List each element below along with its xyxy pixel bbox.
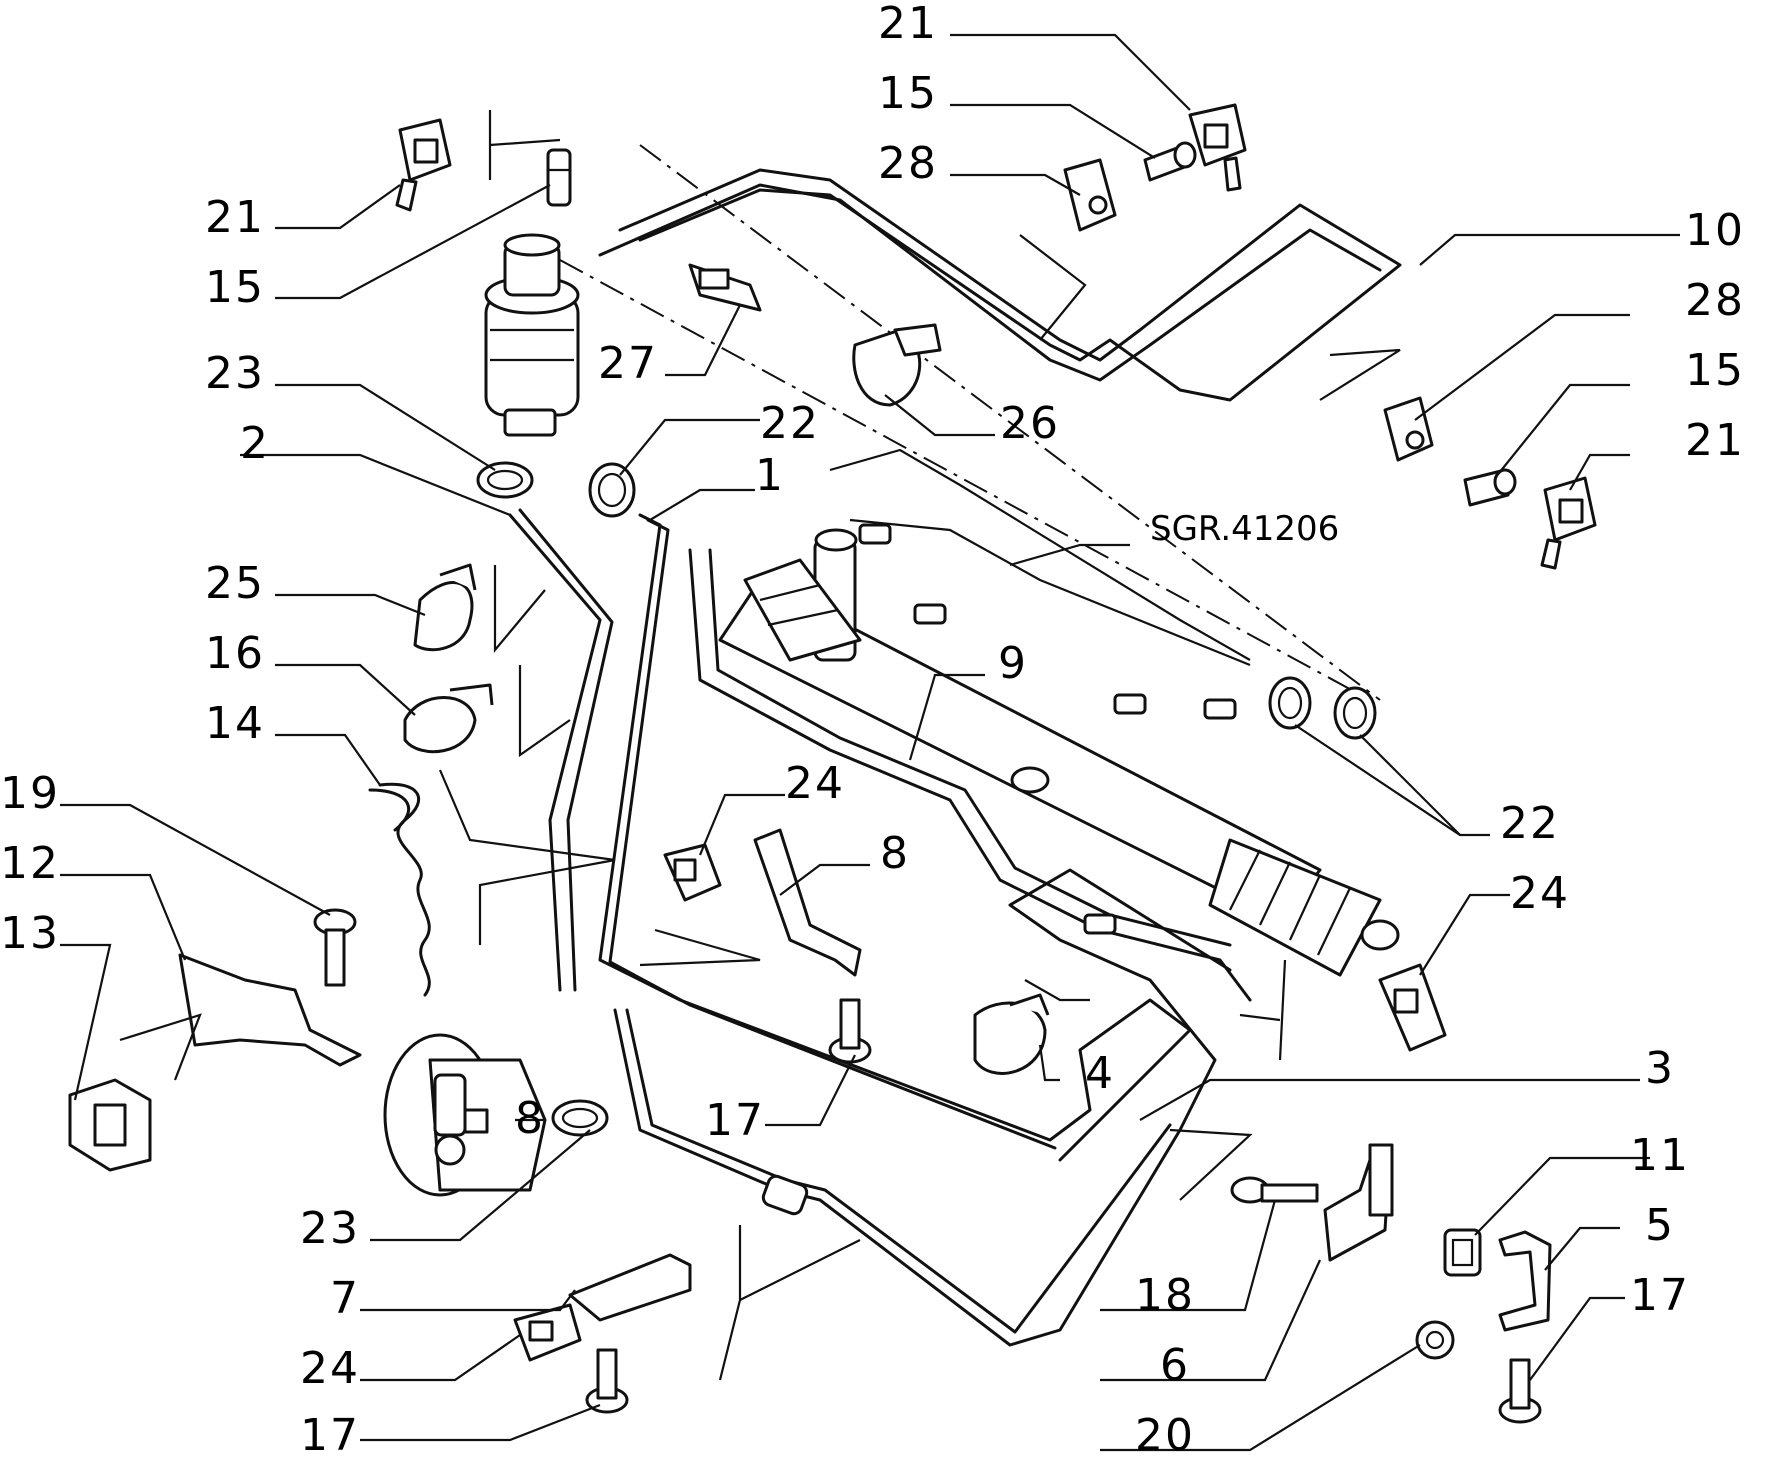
label-17: 17: [1630, 1270, 1690, 1321]
pipe-10: [618, 168, 1402, 402]
clip-21-top: [1188, 103, 1247, 192]
label-27: 27: [598, 338, 658, 389]
label-8: 8: [880, 828, 910, 879]
label-3: 3: [1645, 1043, 1675, 1094]
bolt-17-mid: [828, 998, 872, 1064]
steering-rack: [718, 528, 1400, 977]
label-8: 8: [515, 1093, 545, 1144]
label-18: 18: [1135, 1270, 1195, 1321]
label-23: 23: [300, 1203, 360, 1254]
pressure-switch-top: [1143, 141, 1197, 182]
label-11: 11: [1630, 1130, 1690, 1181]
label-5: 5: [1645, 1200, 1675, 1251]
clip-24-right: [1378, 963, 1447, 1052]
bracket-8: [753, 828, 862, 977]
bracket-27: [688, 263, 762, 312]
label-13: 13: [0, 908, 60, 959]
label-17: 17: [300, 1410, 360, 1457]
pipe-3-b: [625, 1008, 1172, 1334]
clip-16: [403, 683, 494, 754]
bolt-17-right: [1498, 1358, 1542, 1424]
label-26: 26: [1000, 398, 1060, 449]
label-15: 15: [1685, 345, 1745, 396]
bolt-17-bottom: [585, 1348, 629, 1414]
power-steering-pump: [383, 1033, 547, 1197]
label-9: 9: [998, 638, 1028, 689]
label-24: 24: [785, 758, 845, 809]
label-12: 12: [0, 838, 60, 889]
label-15: 15: [205, 262, 265, 313]
grommet-11: [1443, 1228, 1482, 1277]
label-28: 28: [878, 138, 938, 189]
heat-shield-12: [178, 953, 362, 1067]
label-24: 24: [300, 1343, 360, 1394]
label-21: 21: [878, 0, 938, 49]
assembly-arrows: [119, 110, 1401, 1381]
pipe-1: [598, 513, 1192, 1162]
reference-line-b: [639, 144, 1381, 701]
label-1: 1: [755, 450, 785, 501]
hose-clamp-23-bottom: [551, 1099, 609, 1137]
label-22: 22: [1500, 798, 1560, 849]
label-6: 6: [1160, 1340, 1190, 1391]
sgr-outline: [829, 448, 1251, 667]
hose-clamp-22-right-a: [1268, 676, 1312, 730]
reference-line-a: [559, 259, 1371, 701]
connector-13: [68, 1078, 152, 1172]
clip-25: [413, 563, 477, 652]
label-14: 14: [205, 698, 265, 749]
hose-clamp-23-top: [476, 461, 534, 499]
pipe-10-inner: [598, 183, 1382, 382]
reference-code: SGR.41206: [1150, 509, 1339, 549]
leader-lines: [60, 33, 1680, 1452]
label-10: 10: [1685, 205, 1745, 256]
connector-28-top: [1063, 158, 1117, 232]
label-28: 28: [1685, 275, 1745, 326]
rack-fittings: [858, 523, 1237, 935]
label-21: 21: [205, 192, 265, 243]
nut-20: [1415, 1320, 1455, 1360]
label-25: 25: [205, 558, 265, 609]
label-20: 20: [1135, 1410, 1195, 1457]
label-24: 24: [1510, 868, 1570, 919]
bolt-18: [1230, 1176, 1319, 1204]
clip-21-left: [395, 118, 452, 212]
label-16: 16: [205, 628, 265, 679]
clip-21-right: [1540, 476, 1597, 570]
hose-clamp-22-top: [588, 462, 636, 518]
pipe-9: [688, 548, 1252, 1002]
label-2: 2: [240, 418, 270, 469]
pipe-1-b: [608, 518, 1057, 1150]
label-21: 21: [1685, 415, 1745, 466]
wire-harness-14: [368, 782, 431, 997]
hose-clamp-22-right-b: [1333, 686, 1377, 740]
clip-4: [973, 993, 1050, 1075]
joint-sleeve: [761, 1174, 809, 1216]
fluid-reservoir: [484, 233, 580, 437]
pipe-2: [508, 508, 614, 992]
label-23: 23: [205, 348, 265, 399]
clip-24-bottom: [513, 1303, 582, 1362]
label-15: 15: [878, 68, 938, 119]
label-22: 22: [760, 398, 820, 449]
label-4: 4: [1085, 1048, 1115, 1099]
clip-26: [852, 323, 942, 407]
label-17: 17: [705, 1095, 765, 1146]
label-7: 7: [330, 1273, 360, 1324]
bracket-6: [1323, 1143, 1394, 1262]
bolt-19: [313, 908, 357, 987]
bracket-7: [568, 1253, 692, 1322]
pressure-switch-left: [546, 148, 572, 207]
label-19: 19: [0, 768, 60, 819]
clip-24-mid: [663, 843, 722, 902]
connector-28-right: [1383, 396, 1434, 462]
bracket-5: [1498, 1230, 1552, 1332]
pressure-switch-right: [1463, 468, 1517, 507]
